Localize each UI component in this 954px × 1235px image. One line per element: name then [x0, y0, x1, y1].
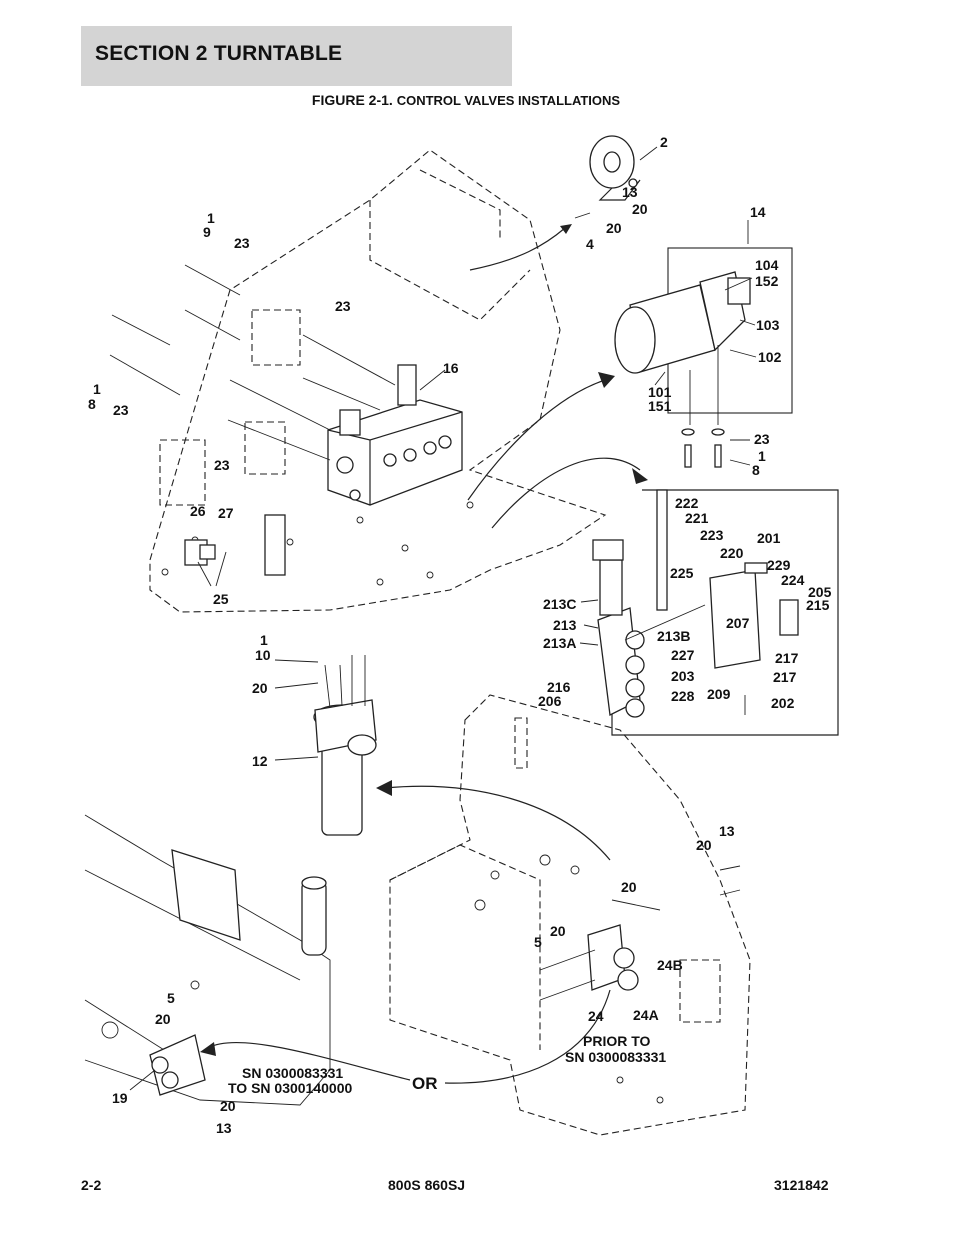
callout: 16 — [443, 360, 459, 376]
small-valve — [184, 514, 286, 576]
callout: 209 — [707, 686, 731, 702]
pump-motor — [614, 247, 793, 425]
figure-number: FIGURE 2-1. — [311, 92, 393, 108]
callout: 1 — [758, 448, 766, 464]
callout: 19 — [112, 1090, 128, 1106]
callout: 20 — [252, 680, 268, 696]
callout: 25 — [213, 591, 229, 607]
callout: 202 — [771, 695, 795, 711]
callout: 5 — [167, 990, 175, 1006]
callout: 27 — [218, 505, 234, 521]
callout: 224 — [781, 572, 805, 588]
callout: 101 — [648, 384, 672, 400]
callout: 227 — [671, 647, 695, 663]
callout: 24 — [588, 1008, 604, 1024]
callout: 9 — [203, 224, 211, 240]
callout: 228 — [671, 688, 695, 704]
callout: 216 — [547, 679, 571, 695]
callout: 222 — [675, 495, 699, 511]
callout: 151 — [648, 398, 672, 414]
sn-range-line1: SN 0300083331 — [242, 1065, 343, 1081]
callout: 13 — [216, 1120, 232, 1136]
callout: 213C — [543, 596, 576, 612]
callout: 206 — [538, 693, 562, 709]
callout: 221 — [685, 510, 709, 526]
callout: 13 — [719, 823, 735, 839]
leader-lines — [129, 220, 757, 1091]
callout: 220 — [720, 545, 744, 561]
callout: 201 — [757, 530, 781, 546]
callout: 213B — [657, 628, 690, 644]
callout: 1 — [207, 210, 215, 226]
lower-left-frame — [84, 814, 331, 1106]
callout: 14 — [750, 204, 766, 220]
callout: 229 — [767, 557, 791, 573]
sn-range-line2: TO SN 0300140000 — [228, 1080, 352, 1096]
detail-frame-valve-assembly — [592, 489, 839, 736]
callout: 152 — [755, 273, 779, 289]
callout: 20 — [696, 837, 712, 853]
callout: 26 — [190, 503, 206, 519]
callout: 10 — [255, 647, 271, 663]
callout: 20 — [220, 1098, 236, 1114]
callout: 217 — [773, 669, 797, 685]
lower-turntable-plate — [389, 694, 751, 1136]
upper-turntable-plate — [149, 149, 607, 613]
callout: 215 — [806, 597, 830, 613]
motor-bolts — [681, 428, 725, 468]
callout: 24B — [657, 957, 683, 973]
page-number: 2-2 — [81, 1177, 102, 1193]
callout: 23 — [754, 431, 770, 447]
filter — [313, 655, 377, 836]
callout: 23 — [214, 457, 230, 473]
callout: 13 — [622, 184, 638, 200]
callout: 23 — [113, 402, 129, 418]
figure-title: FIGURE 2-1. CONTROL VALVES INSTALLATIONS — [0, 92, 932, 108]
section-header: SECTION 2 TURNTABLE — [81, 26, 512, 86]
or-label: OR — [412, 1074, 438, 1093]
mounting-bolts-upper — [109, 264, 396, 461]
prior-to-line2: SN 0300083331 — [565, 1049, 666, 1065]
prior-to-line1: PRIOR TO — [583, 1033, 651, 1049]
callout: 20 — [606, 220, 622, 236]
callout: 213 — [553, 617, 577, 633]
callout: 20 — [621, 879, 637, 895]
model-number: 800S 860SJ — [388, 1177, 466, 1193]
callout-labels: 2 13 20 20 4 14 1 9 23 23 16 1 8 23 23 1… — [88, 134, 832, 1136]
figure-name: CONTROL VALVES INSTALLATIONS — [396, 93, 621, 108]
callout: 20 — [632, 201, 648, 217]
callout: 20 — [550, 923, 566, 939]
callout: 1 — [93, 381, 101, 397]
callout: 102 — [758, 349, 782, 365]
serial-notes: SN 0300083331 TO SN 0300140000 OR PRIOR … — [228, 1033, 666, 1096]
control-valve-block — [327, 364, 463, 506]
callout: 20 — [155, 1011, 171, 1027]
callout: 4 — [586, 236, 594, 252]
callout: 223 — [700, 527, 724, 543]
callout: 1 — [260, 632, 268, 648]
callout: 225 — [670, 565, 694, 581]
lower-valve-24 — [539, 865, 741, 1001]
callout: 207 — [726, 615, 750, 631]
callout: 8 — [752, 462, 760, 478]
callout: 2 — [660, 134, 668, 150]
callout: 5 — [534, 934, 542, 950]
document-number: 3121842 — [774, 1177, 829, 1193]
callout: 213A — [543, 635, 576, 651]
callout: 12 — [252, 753, 268, 769]
callout: 203 — [671, 668, 695, 684]
callout: 217 — [775, 650, 799, 666]
callout: 103 — [756, 317, 780, 333]
callout: 205 — [808, 584, 832, 600]
callout: 104 — [755, 257, 779, 273]
horn — [589, 135, 658, 201]
callout: 8 — [88, 396, 96, 412]
callout: 24A — [633, 1007, 659, 1023]
callout: 23 — [234, 235, 250, 251]
section-title: SECTION 2 TURNTABLE — [95, 42, 343, 65]
callout: 23 — [335, 298, 351, 314]
